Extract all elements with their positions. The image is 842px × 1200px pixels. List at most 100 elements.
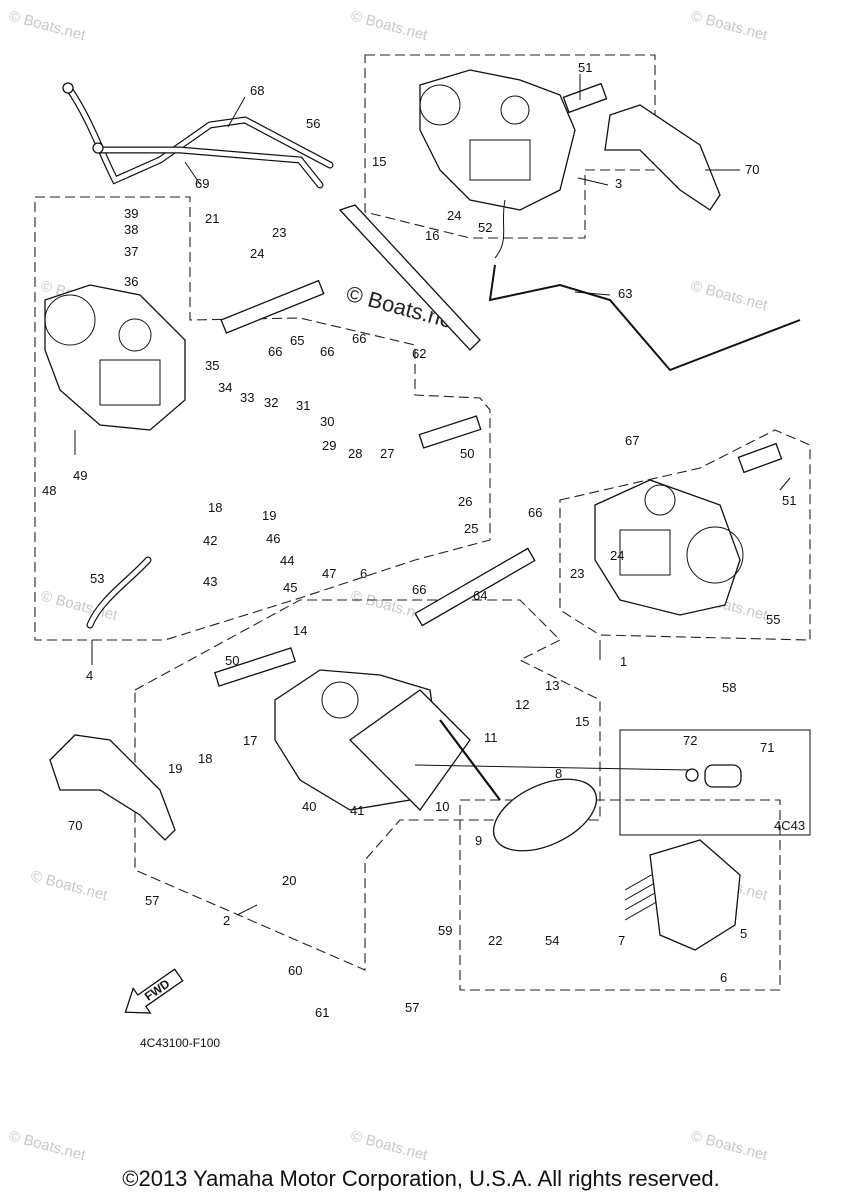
callout-47: 47 xyxy=(322,566,336,581)
callout-40: 40 xyxy=(302,799,316,814)
callout-18: 18 xyxy=(208,500,222,515)
callout-10: 10 xyxy=(435,799,449,814)
callout-25: 25 xyxy=(464,521,478,536)
fwd-arrow: FWD xyxy=(124,968,184,1014)
callout-70: 70 xyxy=(68,818,82,833)
callout-24: 24 xyxy=(447,208,461,223)
link-62 xyxy=(338,204,481,351)
callout-26: 26 xyxy=(458,494,472,509)
tube-50 xyxy=(213,647,297,687)
watermark: © Boats.net xyxy=(349,1127,430,1164)
callout-24: 24 xyxy=(250,246,264,261)
callout-33: 33 xyxy=(240,390,254,405)
watermark: © Boats.net xyxy=(689,277,770,314)
callout-17: 17 xyxy=(243,733,257,748)
watermark: © Boats.net xyxy=(29,867,110,904)
watermark: © Boats.net xyxy=(689,7,770,44)
callout-55: 55 xyxy=(766,612,780,627)
carburetor-2 xyxy=(274,669,471,812)
tube-64 xyxy=(414,547,536,627)
callout-65: 65 xyxy=(290,333,304,348)
callout-24: 24 xyxy=(610,548,624,563)
callout-9: 9 xyxy=(475,833,482,848)
callout-56: 56 xyxy=(306,116,320,131)
callout-6: 6 xyxy=(360,566,367,581)
callout-57: 57 xyxy=(145,893,159,908)
callout-15: 15 xyxy=(372,154,386,169)
callout-12: 12 xyxy=(515,697,529,712)
callout-3: 3 xyxy=(615,176,622,191)
callout-1: 1 xyxy=(620,654,627,669)
leader-lines xyxy=(74,74,791,916)
callout-42: 42 xyxy=(203,533,217,548)
callout-15: 15 xyxy=(575,714,589,729)
callout-7: 7 xyxy=(618,933,625,948)
callout-66: 66 xyxy=(412,582,426,597)
callout-72: 72 xyxy=(683,733,697,748)
callout-66: 66 xyxy=(352,331,366,346)
callout-13: 13 xyxy=(545,678,559,693)
callout-50: 50 xyxy=(225,653,239,668)
assembly-box-4 xyxy=(34,196,491,641)
tube-51 xyxy=(737,442,783,474)
diagram-code: 4C43100-F100 xyxy=(140,1036,220,1050)
callout-34: 34 xyxy=(218,380,232,395)
callout-52: 52 xyxy=(478,220,492,235)
callout-35: 35 xyxy=(205,358,219,373)
assembly-box-1 xyxy=(559,429,811,641)
cover-7 xyxy=(649,839,741,951)
callout-28: 28 xyxy=(348,446,362,461)
tube-51 xyxy=(562,82,608,114)
callout-23: 23 xyxy=(272,225,286,240)
callout-61: 61 xyxy=(315,1005,329,1020)
assembly-box-right xyxy=(459,799,781,991)
callouts: 51 68 56 15 70 3 69 24 39 21 16 52 38 23… xyxy=(42,60,805,1050)
watermark: © Boats.net xyxy=(7,7,88,44)
callout-32: 32 xyxy=(264,395,278,410)
callout-36: 36 xyxy=(124,274,138,289)
callout-20: 20 xyxy=(282,873,296,888)
callout-6: 6 xyxy=(720,970,727,985)
callout-16: 16 xyxy=(425,228,439,243)
watermark: © Boats.net xyxy=(7,1127,88,1164)
watermark: © Boats.net xyxy=(689,1127,770,1164)
hose-fitting xyxy=(62,82,74,94)
callout-22: 22 xyxy=(488,933,502,948)
callout-19: 19 xyxy=(168,761,182,776)
fuel-hoses xyxy=(62,82,334,189)
assembly-box-3 xyxy=(364,54,656,239)
callout-39: 39 xyxy=(124,206,138,221)
callout-60: 60 xyxy=(288,963,302,978)
assembly-boxes xyxy=(34,54,811,991)
carburetor-1 xyxy=(594,479,744,616)
piston-9 xyxy=(492,778,598,852)
callout-23: 23 xyxy=(570,566,584,581)
misc-parts: FWD xyxy=(49,82,801,1014)
callout-66: 66 xyxy=(320,344,334,359)
hose-fitting xyxy=(92,142,104,154)
part-71 xyxy=(704,764,742,788)
callout-31: 31 xyxy=(296,398,310,413)
callout-58: 58 xyxy=(722,680,736,695)
part-72 xyxy=(685,768,699,782)
callout-71: 71 xyxy=(760,740,774,755)
callout-38: 38 xyxy=(124,222,138,237)
callout-41: 41 xyxy=(350,803,364,818)
callout-64: 64 xyxy=(473,588,487,603)
callout-4: 4 xyxy=(86,668,93,683)
callout-68: 68 xyxy=(250,83,264,98)
callout-21: 21 xyxy=(205,211,219,226)
callout-66: 66 xyxy=(528,505,542,520)
callout-19: 19 xyxy=(262,508,276,523)
callout-50: 50 xyxy=(460,446,474,461)
hose-69 xyxy=(96,146,324,189)
callout-18: 18 xyxy=(198,751,212,766)
callout-63: 63 xyxy=(618,286,632,301)
copyright-notice: ©2013 Yamaha Motor Corporation, U.S.A. A… xyxy=(122,1166,720,1191)
callout-51: 51 xyxy=(578,60,592,75)
callout-14: 14 xyxy=(293,623,307,638)
callout-4c43: 4C43 xyxy=(774,818,805,833)
watermark: © Boats.net xyxy=(39,587,120,624)
callout-62: 62 xyxy=(412,346,426,361)
callout-5: 5 xyxy=(740,926,747,941)
